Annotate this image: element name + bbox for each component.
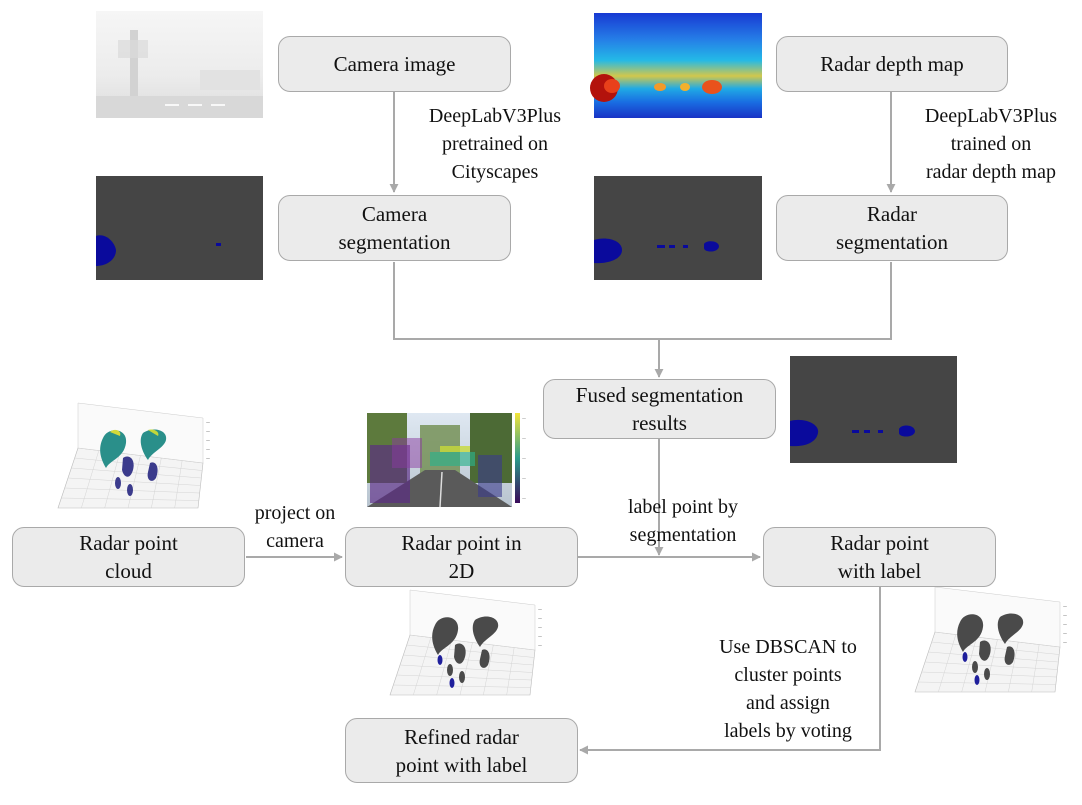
box-camera-segmentation[interactable]: Camera segmentation [278, 195, 511, 261]
svg-text:—: — [206, 447, 210, 452]
box-fused-segmentation[interactable]: Fused segmentation results [543, 379, 776, 439]
box-camera-image[interactable]: Camera image [278, 36, 511, 92]
svg-text:—: — [522, 476, 526, 481]
thumb-radar-depth-map [590, 13, 762, 118]
svg-text:—: — [206, 429, 210, 434]
svg-text:—: — [1063, 631, 1067, 636]
thumb-fused-seg [790, 356, 957, 463]
svg-text:—: — [1063, 604, 1067, 609]
box-radar-segmentation[interactable]: Radar segmentation [776, 195, 1008, 261]
svg-text:—: — [522, 456, 526, 461]
svg-text:—: — [538, 643, 542, 648]
arrow-label-to-refined [579, 587, 881, 755]
thumb-projected: — — — — — [367, 413, 526, 508]
thumb-point-cloud: — — — — — [57, 402, 210, 509]
svg-text:—: — [1063, 613, 1067, 618]
thumb-radar-seg [594, 176, 762, 280]
box-radar-point-cloud[interactable]: Radar point cloud [12, 527, 245, 587]
box-radar-depth-map[interactable]: Radar depth map [776, 36, 1008, 92]
thumb-labeled-cloud: — — — — — [914, 586, 1067, 693]
label-camera-model: DeepLabV3Plus pretrained on Cityscapes [428, 105, 562, 183]
svg-text:—: — [538, 634, 542, 639]
svg-text:—: — [206, 456, 210, 461]
box-radar-point-2d[interactable]: Radar point in 2D [345, 527, 578, 587]
box-radar-point-label[interactable]: Radar point with label [763, 527, 996, 587]
svg-text:—: — [1063, 622, 1067, 627]
svg-text:—: — [538, 607, 542, 612]
arrow-segs-to-fused [393, 262, 892, 340]
svg-text:—: — [522, 436, 526, 441]
svg-text:—: — [538, 625, 542, 630]
label-dbscan: Use DBSCAN to cluster points and assign … [719, 636, 857, 742]
thumb-camera-seg [96, 176, 263, 280]
label-project: project on camera [254, 502, 336, 552]
thumb-camera-image [96, 11, 263, 118]
svg-text:—: — [538, 616, 542, 621]
label-radar-model: DeepLabV3Plus trained on radar depth map [924, 105, 1058, 183]
svg-text:—: — [206, 420, 210, 425]
thumb-refined-cloud: — — — — — [389, 589, 542, 696]
projected-points [370, 438, 502, 503]
svg-text:—: — [522, 496, 526, 501]
svg-text:—: — [206, 438, 210, 443]
svg-text:—: — [1063, 640, 1067, 645]
connectors [246, 92, 896, 755]
svg-text:—: — [522, 416, 526, 421]
label-by-segmentation: label point by segmentation [628, 496, 738, 546]
box-refined-radar-point[interactable]: Refined radar point with label [345, 718, 578, 783]
